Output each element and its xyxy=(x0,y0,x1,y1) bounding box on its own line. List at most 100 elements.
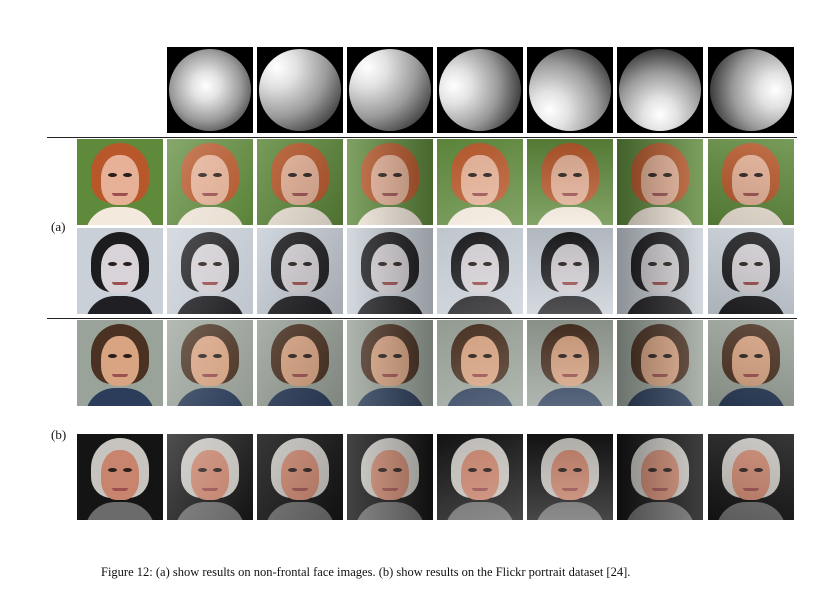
face xyxy=(461,336,499,386)
face-image xyxy=(437,139,523,225)
mouth xyxy=(562,282,578,285)
shoulders xyxy=(355,388,425,406)
face-image xyxy=(77,434,163,520)
shoulders xyxy=(175,296,245,314)
eye xyxy=(393,468,402,472)
mouth xyxy=(652,488,668,491)
eye xyxy=(123,262,132,266)
relighting-shade xyxy=(257,228,343,314)
shoulders xyxy=(625,207,695,225)
eye xyxy=(483,468,492,472)
face xyxy=(461,244,499,294)
eye xyxy=(378,262,387,266)
relighting-shade xyxy=(347,139,433,225)
face xyxy=(191,244,229,294)
shoulders xyxy=(535,207,605,225)
mouth xyxy=(202,282,218,285)
eye xyxy=(108,468,117,472)
shoulders xyxy=(265,502,335,520)
shoulders xyxy=(716,502,786,520)
relighting-shade xyxy=(347,228,433,314)
face-image xyxy=(257,228,343,314)
divider-top xyxy=(47,137,797,138)
face-image xyxy=(708,139,794,225)
shoulders xyxy=(445,388,515,406)
relighting-shade xyxy=(617,320,703,406)
eye xyxy=(198,354,207,358)
eye xyxy=(648,173,657,177)
lighting-sphere-7 xyxy=(708,47,794,133)
face xyxy=(371,336,409,386)
face xyxy=(281,336,319,386)
relighting-shade xyxy=(257,320,343,406)
relighting-shade xyxy=(347,434,433,520)
face xyxy=(281,155,319,205)
face-image xyxy=(437,434,523,520)
eye xyxy=(558,468,567,472)
shoulders xyxy=(625,388,695,406)
face xyxy=(281,450,319,500)
shoulders xyxy=(716,296,786,314)
face-image xyxy=(527,320,613,406)
eye xyxy=(288,468,297,472)
mouth xyxy=(292,282,308,285)
mouth xyxy=(382,193,398,196)
face xyxy=(461,155,499,205)
group-label-a: (a) xyxy=(51,219,66,234)
face-image xyxy=(167,228,253,314)
shoulders xyxy=(535,502,605,520)
figure-caption: Figure 12: (a) show results on non-front… xyxy=(101,565,631,579)
face-image xyxy=(437,320,523,406)
eye xyxy=(303,262,312,266)
relighting-shade xyxy=(437,139,523,225)
relighting-shade xyxy=(257,139,343,225)
face-image xyxy=(527,434,613,520)
mouth xyxy=(562,488,578,491)
shaded-sphere xyxy=(169,49,251,131)
eye xyxy=(288,262,297,266)
mouth xyxy=(743,193,759,196)
face-image xyxy=(257,434,343,520)
eye xyxy=(123,173,132,177)
shoulders xyxy=(265,296,335,314)
face xyxy=(641,450,679,500)
relighting-shade xyxy=(167,434,253,520)
eye xyxy=(663,262,672,266)
face xyxy=(101,244,139,294)
relighting-shade xyxy=(437,434,523,520)
face-image xyxy=(708,228,794,314)
mouth xyxy=(382,488,398,491)
eye xyxy=(108,262,117,266)
shoulders xyxy=(445,502,515,520)
eye xyxy=(393,173,402,177)
mouth xyxy=(652,374,668,377)
face xyxy=(191,450,229,500)
relighting-shade xyxy=(167,228,253,314)
mouth xyxy=(652,193,668,196)
eye xyxy=(198,468,207,472)
relighting-shade xyxy=(708,228,794,314)
relighting-shade xyxy=(617,228,703,314)
shoulders xyxy=(85,502,155,520)
eye xyxy=(108,173,117,177)
lighting-sphere-3 xyxy=(347,47,433,133)
relighting-shade xyxy=(437,320,523,406)
relighting-shade xyxy=(617,139,703,225)
shaded-sphere xyxy=(710,49,792,131)
shoulders xyxy=(445,296,515,314)
shoulders xyxy=(175,207,245,225)
group-label-b: (b) xyxy=(51,427,67,442)
face xyxy=(551,336,589,386)
eye xyxy=(288,354,297,358)
shoulders xyxy=(85,388,155,406)
eye xyxy=(739,262,748,266)
shoulders xyxy=(355,502,425,520)
shoulders xyxy=(265,388,335,406)
face-image xyxy=(527,228,613,314)
eye xyxy=(303,173,312,177)
face xyxy=(641,155,679,205)
mouth xyxy=(472,374,488,377)
eye xyxy=(378,173,387,177)
face-image xyxy=(167,139,253,225)
eye xyxy=(739,468,748,472)
